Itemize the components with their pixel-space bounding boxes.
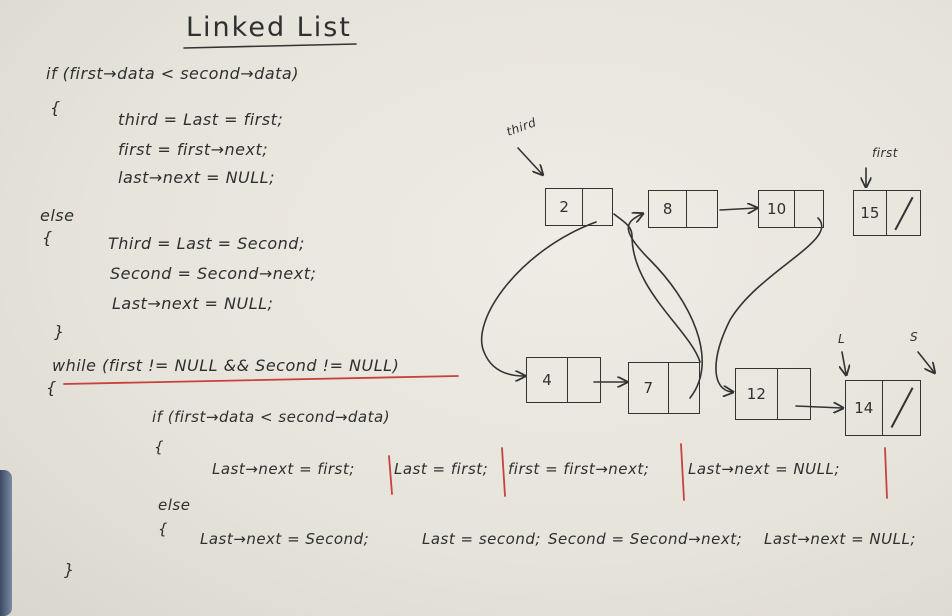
list-node: 4: [526, 357, 601, 403]
third-pointer-arrow: [517, 147, 542, 174]
arrow-7-to-8: [627, 214, 703, 399]
node-value: 4: [527, 358, 569, 402]
code-line: Third = Last = Second;: [108, 234, 305, 253]
label-L: L: [838, 332, 846, 346]
red-separator: [501, 447, 506, 497]
code-inner-if-stmt: first = first→next;: [508, 460, 650, 478]
code-brace: }: [64, 560, 75, 579]
code-inner-if-stmt: Last = first;: [394, 460, 489, 478]
code-if-condition: if (first→data < second→data): [46, 64, 299, 83]
code-brace: {: [50, 98, 61, 117]
node-value: 7: [629, 363, 669, 413]
list-node: 12: [735, 368, 811, 420]
code-inner-else-stmt: Last = second;: [422, 530, 541, 548]
arrow-12-to-14: [795, 406, 842, 408]
label-S: S: [910, 330, 919, 344]
red-separator: [884, 447, 888, 499]
node-value: 8: [649, 191, 688, 227]
code-brace: }: [54, 322, 65, 341]
list-node: 14: [845, 380, 921, 436]
red-separator: [388, 455, 393, 495]
code-else-keyword: else: [40, 206, 75, 225]
while-underline: [63, 375, 459, 385]
code-inner-else-stmt: Last→next = Second;: [200, 530, 370, 548]
code-line: Second = Second→next;: [110, 264, 317, 283]
code-inner-else-stmt: Last→next = NULL;: [764, 530, 916, 548]
code-line: third = Last = first;: [118, 110, 284, 129]
node-value: 10: [759, 191, 796, 227]
S-pointer-arrow: [917, 351, 934, 372]
list-node: 7: [628, 362, 700, 414]
list-node: 15: [853, 190, 921, 236]
node-value: 12: [736, 369, 778, 419]
code-inner-else-stmt: Second = Second→next;: [548, 530, 743, 548]
presenter-arm: [0, 470, 12, 616]
code-inner-if: if (first→data < second→data): [152, 408, 391, 426]
code-inner-if-stmt: Last→next = first;: [212, 460, 355, 478]
code-while-line: while (first != NULL && Second != NULL): [52, 356, 400, 375]
label-first: first: [872, 146, 898, 160]
node-value: 2: [546, 189, 584, 225]
title-underline: [183, 43, 357, 49]
arrow-2-to-4: [480, 221, 597, 376]
red-separator: [680, 443, 685, 501]
arrow-8-to-10: [719, 208, 756, 210]
arrow-10-to-12: [715, 217, 823, 392]
L-pointer-arrow: [842, 351, 846, 374]
list-node: 2: [545, 188, 613, 226]
code-line: last→next = NULL;: [118, 168, 275, 187]
code-inner-else-keyword: else: [158, 496, 191, 514]
arrow-2-to-8: [613, 213, 701, 363]
list-node: 8: [648, 190, 718, 228]
code-brace: {: [42, 228, 53, 247]
code-line: first = first→next;: [118, 140, 269, 159]
code-line: Last→next = NULL;: [112, 294, 274, 313]
code-brace: {: [158, 520, 169, 538]
code-inner-if-stmt: Last→next = NULL;: [688, 460, 840, 478]
page-title: Linked List: [186, 12, 352, 43]
code-brace: {: [46, 378, 57, 397]
code-brace: {: [154, 438, 165, 456]
